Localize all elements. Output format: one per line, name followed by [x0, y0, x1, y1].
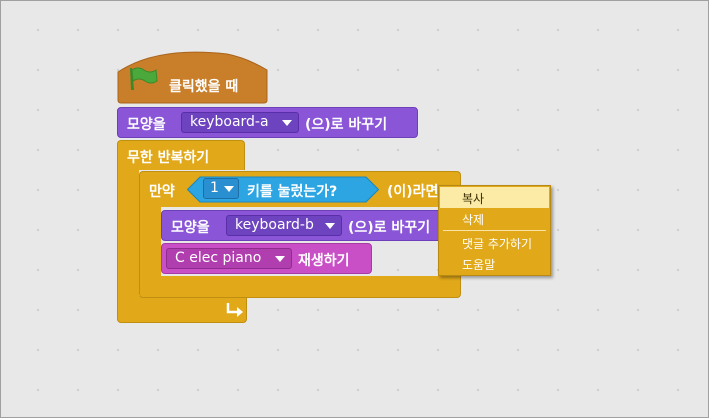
menu-item-label: 복사 — [462, 192, 485, 206]
costume-dropdown-value: keyboard-a — [190, 114, 269, 130]
hat-block-shape — [117, 51, 268, 104]
sound-dropdown-value: C elec piano — [175, 250, 262, 266]
forever-block-arm — [117, 168, 139, 298]
costume-dropdown-2[interactable]: keyboard-b — [226, 215, 342, 236]
context-menu: 복사 삭제 댓글 추가하기 도움말 — [438, 185, 551, 276]
costume-dropdown-1[interactable]: keyboard-a — [181, 112, 299, 133]
menu-item-delete[interactable]: 삭제 — [440, 208, 549, 229]
switch-costume-block-1[interactable]: 모양을 keyboard-a (으)로 바꾸기 — [117, 107, 418, 138]
if-suffix: (이)라면 — [387, 184, 439, 200]
switch-costume-prefix: 모양을 — [171, 220, 210, 236]
menu-item-help[interactable]: 도움말 — [440, 253, 549, 274]
switch-costume-block-2[interactable]: 모양을 keyboard-b (으)로 바꾸기 — [161, 210, 451, 241]
when-flag-clicked-block[interactable]: 클릭했을 때 — [117, 46, 270, 104]
chevron-down-icon — [325, 223, 335, 229]
loop-arrow-icon — [225, 300, 245, 322]
chevron-down-icon — [275, 256, 285, 262]
menu-item-add-comment[interactable]: 댓글 추가하기 — [440, 232, 549, 253]
forever-block[interactable]: 무한 반복하기 — [117, 140, 245, 170]
if-block-bottom — [139, 276, 461, 298]
play-sound-suffix: 재생하기 — [298, 253, 350, 269]
sound-dropdown[interactable]: C elec piano — [166, 248, 292, 269]
switch-costume-suffix: (으)로 바꾸기 — [348, 220, 431, 236]
forever-block-bottom — [117, 296, 247, 323]
key-dropdown[interactable]: 1 — [203, 178, 239, 199]
chevron-down-icon — [224, 186, 234, 192]
if-prefix: 만약 — [149, 184, 175, 200]
menu-item-duplicate[interactable]: 복사 — [440, 187, 549, 208]
switch-costume-suffix: (으)로 바꾸기 — [305, 117, 388, 133]
chevron-down-icon — [282, 120, 292, 126]
menu-item-label: 삭제 — [462, 213, 485, 227]
play-sound-block[interactable]: C elec piano 재생하기 — [161, 243, 372, 274]
costume-dropdown-value: keyboard-b — [235, 217, 314, 233]
forever-label: 무한 반복하기 — [127, 150, 210, 166]
if-block-arm — [139, 206, 161, 278]
hat-label: 클릭했을 때 — [169, 79, 239, 95]
menu-item-label: 도움말 — [462, 258, 496, 272]
menu-item-label: 댓글 추가하기 — [462, 237, 533, 251]
key-dropdown-value: 1 — [210, 180, 219, 196]
key-pressed-label: 키를 눌렀는가? — [247, 184, 338, 200]
switch-costume-prefix: 모양을 — [127, 117, 166, 133]
menu-separator — [443, 230, 546, 231]
